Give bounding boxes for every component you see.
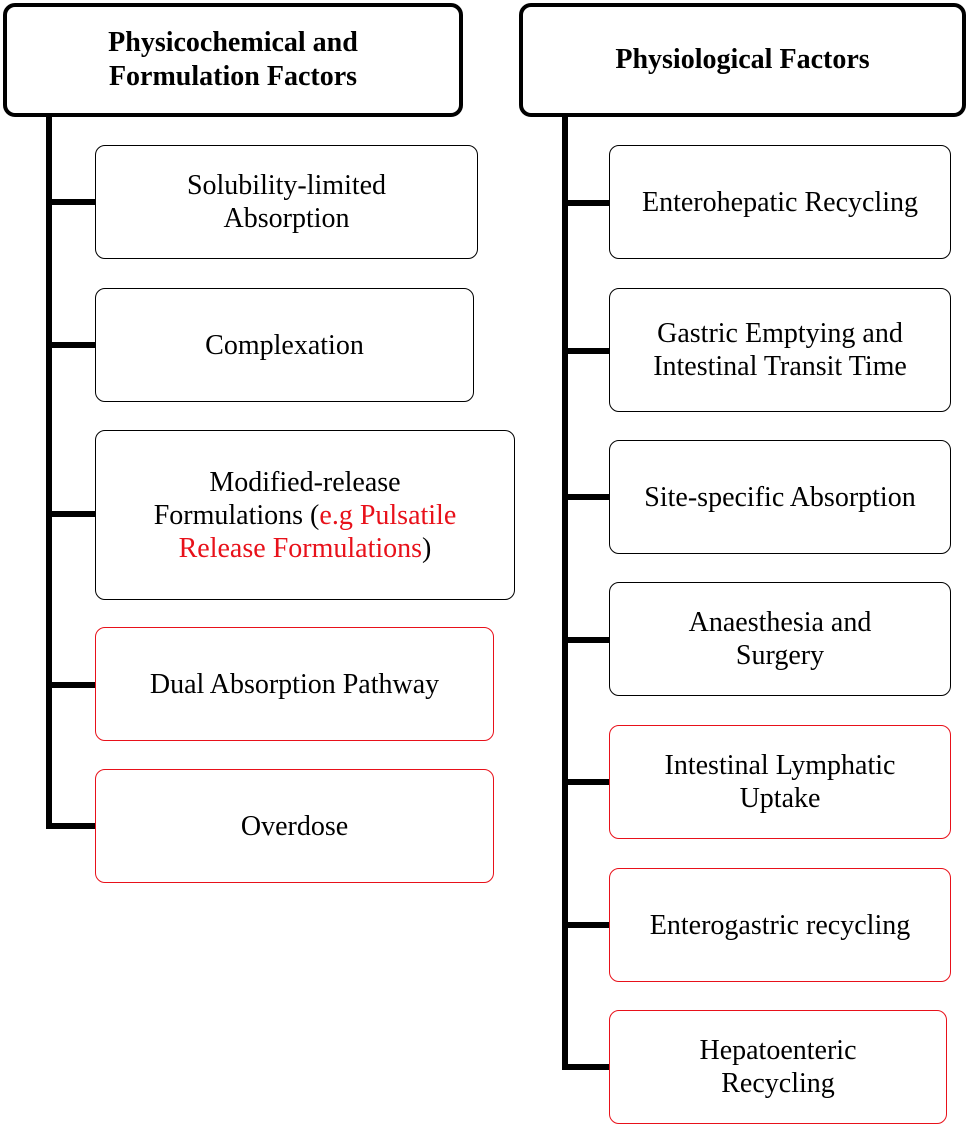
left-header-line1: Physicochemical and [108, 27, 358, 58]
right-branch-connector [562, 1064, 610, 1070]
factor-label: Solubility-limited [186, 170, 387, 201]
factor-label: Intestinal Lymphatic [664, 750, 896, 781]
factor-label: Intestinal Transit Time [653, 351, 907, 382]
right-trunk-connector [562, 115, 568, 1070]
right-branch-connector [562, 637, 610, 643]
factor-label: Enterohepatic Recycling [642, 186, 918, 218]
factor-box-modified-release-formulations: Modified-release Formulations (e.g Pulsa… [95, 430, 515, 600]
factor-label-line2: Formulations (e.g Pulsatile [154, 499, 457, 532]
factor-box-hepatoenteric-recycling: Hepatoenteric Recycling [609, 1010, 947, 1124]
factor-text: ) [422, 532, 432, 564]
factor-label: Surgery [735, 640, 825, 671]
right-branch-connector [562, 922, 610, 928]
right-header: Physiological Factors [519, 3, 966, 117]
factor-box-gastric-emptying: Gastric Emptying and Intestinal Transit … [609, 288, 951, 412]
left-header: Physicochemical and Formulation Factors [3, 3, 463, 117]
left-branch-connector [46, 682, 96, 688]
left-branch-connector [46, 511, 96, 517]
right-branch-connector [562, 779, 610, 785]
factor-label: Complexation [205, 329, 364, 361]
factor-box-solubility-limited-absorption: Solubility-limited Absorption [95, 145, 478, 259]
factor-label-line3: Release Formulations) [154, 532, 457, 565]
factor-box-overdose: Overdose [95, 769, 494, 883]
factor-text: Formulations ( [153, 499, 320, 531]
left-trunk-connector [46, 115, 52, 829]
factor-label: Hepatoenteric [699, 1035, 857, 1066]
left-branch-connector [46, 342, 96, 348]
factor-box-enterohepatic-recycling: Enterohepatic Recycling [609, 145, 951, 259]
left-branch-connector [46, 199, 96, 205]
factor-label: Recycling [721, 1068, 835, 1099]
factor-label: Absorption [223, 203, 350, 234]
factor-label: Overdose [240, 810, 349, 842]
factor-box-site-specific-absorption: Site-specific Absorption [609, 440, 951, 554]
factor-label: Enterogastric recycling [649, 909, 911, 941]
factor-box-complexation: Complexation [95, 288, 474, 402]
right-header-line1: Physiological Factors [615, 44, 870, 75]
factor-label: Dual Absorption Pathway [149, 668, 440, 700]
factor-label: Modified-release [209, 466, 401, 498]
factor-box-enterogastric-recycling: Enterogastric recycling [609, 868, 951, 982]
example-text: e.g Pulsatile [319, 499, 457, 531]
example-text: Release Formulations [178, 532, 423, 564]
right-branch-connector [562, 200, 610, 206]
factor-box-dual-absorption-pathway: Dual Absorption Pathway [95, 627, 494, 741]
factor-box-anaesthesia-and-surgery: Anaesthesia and Surgery [609, 582, 951, 696]
factor-label: Gastric Emptying and [657, 318, 903, 349]
left-header-line2: Formulation Factors [108, 61, 358, 92]
right-branch-connector [562, 348, 610, 354]
left-branch-connector [46, 823, 96, 829]
factor-label: Uptake [739, 783, 821, 814]
factor-box-intestinal-lymphatic-uptake: Intestinal Lymphatic Uptake [609, 725, 951, 839]
right-branch-connector [562, 494, 610, 500]
factor-label: Anaesthesia and [688, 607, 872, 638]
factor-label: Site-specific Absorption [644, 481, 916, 513]
